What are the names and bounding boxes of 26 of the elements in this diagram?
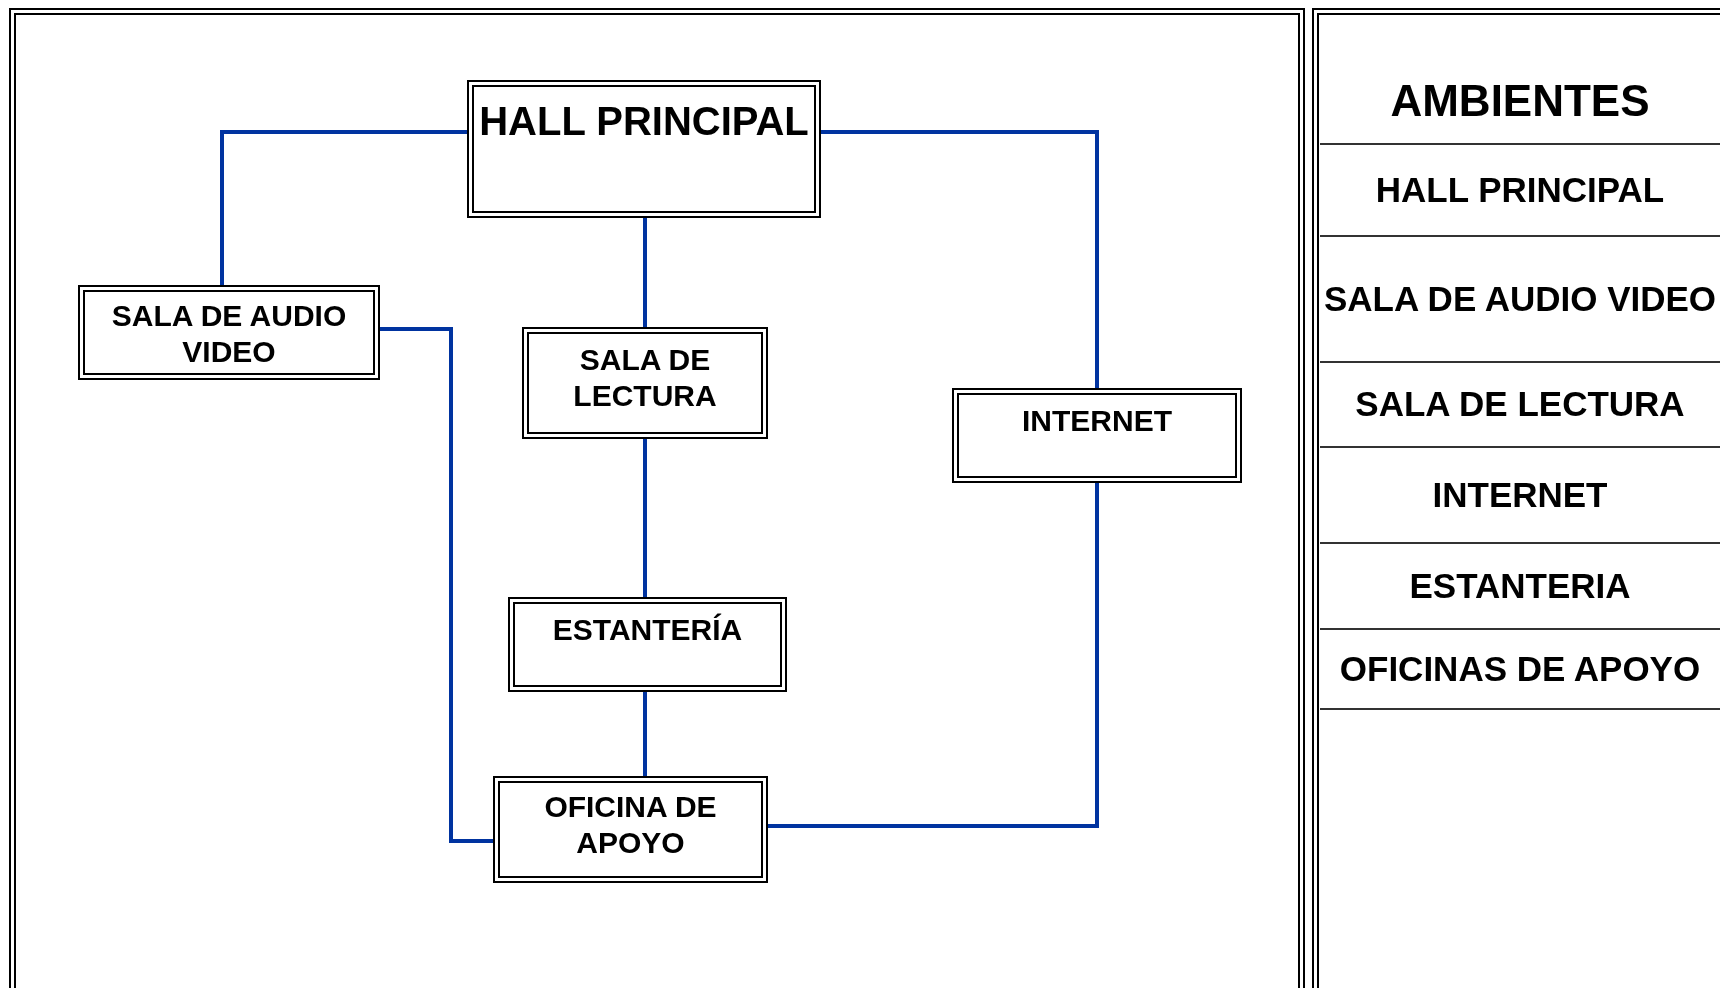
room-box [952, 388, 1242, 483]
room-list-item: HALL PRINCIPAL [1375, 169, 1665, 211]
room-list-item: SALA DE AUDIO VIDEO [1323, 278, 1717, 320]
room-box [493, 776, 768, 883]
room-name: INTERNET [1022, 403, 1172, 439]
room-name: ESTANTERÍA [552, 612, 743, 648]
table-heading: AMBIENTES [1390, 76, 1650, 127]
connector-line [643, 439, 647, 597]
room-name: OFICINA DE APOYO [543, 789, 718, 861]
room-name: SALA DE AUDIO VIDEO [110, 298, 348, 370]
room-name: HALL PRINCIPAL [479, 98, 809, 145]
connector-line [643, 692, 647, 776]
room-list-item: ESTANTERIA [1409, 565, 1631, 607]
room-name: SALA DE LECTURA [572, 342, 718, 414]
connector-line [821, 130, 1099, 388]
connector-line [220, 130, 467, 285]
room-box [522, 327, 768, 439]
room-list-item: SALA DE LECTURA [1355, 384, 1685, 425]
room-box [508, 597, 787, 692]
room-box [78, 285, 380, 380]
room-box [467, 80, 821, 218]
connector-line [643, 218, 647, 327]
connector-line [768, 483, 1099, 828]
connector-line [380, 327, 493, 843]
room-list-item: OFICINAS DE APOYO [1339, 648, 1701, 690]
room-list-item: INTERNET [1432, 474, 1608, 516]
